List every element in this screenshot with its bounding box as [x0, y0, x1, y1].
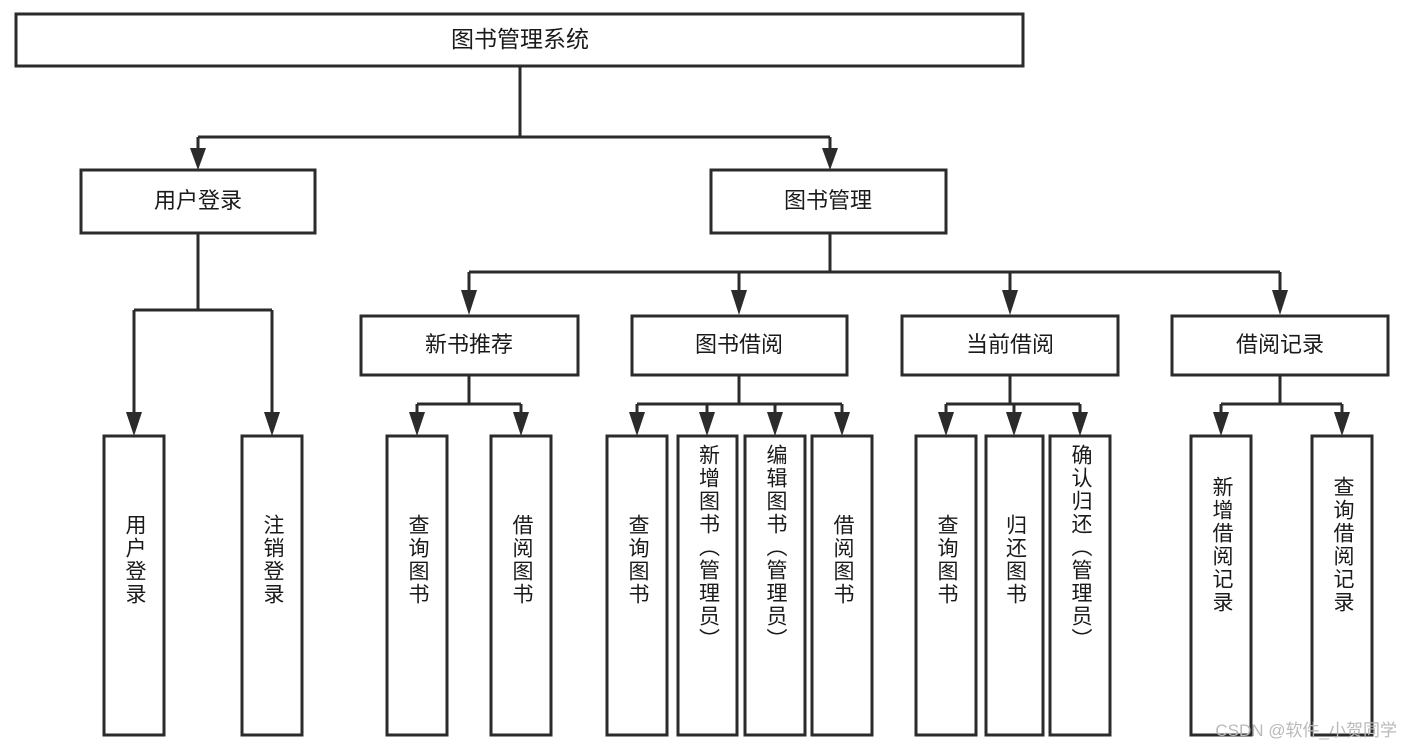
node-new-book-recommend-label: 新书推荐 — [425, 332, 513, 357]
node-leaf-query-book-3-box[interactable] — [914, 434, 978, 737]
arrow-head-current-borrow — [1002, 290, 1018, 315]
connector-group-root — [190, 66, 838, 170]
node-borrow-record[interactable]: 借阅记录 — [1170, 314, 1390, 377]
node-leaf-add-record-box[interactable] — [1189, 434, 1253, 737]
node-book-borrow-box[interactable] — [630, 314, 849, 377]
node-book-borrow[interactable]: 图书借阅 — [630, 314, 849, 377]
node-leaf-confirm-return-box[interactable] — [1048, 434, 1112, 737]
arrow-head-leaf-add-record — [1213, 412, 1229, 436]
node-leaf-add-book-box[interactable] — [676, 434, 739, 737]
node-book-borrow-label: 图书借阅 — [695, 332, 783, 357]
node-leaf-query-book-2-box[interactable] — [605, 434, 669, 737]
arrow-head-book-borrow — [731, 290, 747, 315]
connector-group-book-management — [461, 233, 1288, 315]
node-borrow-record-label: 借阅记录 — [1236, 332, 1324, 357]
node-book-management-label: 图书管理 — [784, 188, 872, 213]
node-user-login-box[interactable] — [79, 168, 317, 235]
connector-group-book-borrow — [629, 375, 850, 436]
watermark-text: CSDN @软件_小贺同学 — [1215, 721, 1397, 740]
node-book-management-box[interactable] — [709, 168, 948, 235]
node-borrow-record-box[interactable] — [1170, 314, 1390, 377]
arrow-head-leaf-query-record — [1334, 412, 1350, 436]
node-user-login[interactable]: 用户登录 — [79, 168, 317, 235]
arrow-head-leaf-logout-login — [264, 412, 280, 436]
arrow-head-leaf-return-book — [1006, 412, 1022, 436]
node-leaf-borrow-book-1-box[interactable] — [489, 434, 553, 737]
arrow-head-leaf-user-login — [126, 412, 142, 436]
node-current-borrow-label: 当前借阅 — [966, 332, 1054, 357]
node-leaf-query-record-box[interactable] — [1310, 434, 1374, 737]
arrow-head-leaf-confirm-return — [1072, 412, 1088, 436]
node-leaf-logout-login-box[interactable] — [240, 434, 304, 737]
node-current-borrow-box[interactable] — [900, 314, 1120, 377]
arrow-head-leaf-edit-book — [767, 412, 783, 436]
arrow-head-leaf-query-book-3 — [938, 412, 954, 436]
node-current-borrow[interactable]: 当前借阅 — [900, 314, 1120, 377]
arrow-head-leaf-borrow-book-2 — [834, 412, 850, 436]
arrow-head-user-login — [190, 148, 206, 170]
node-new-book-recommend-box[interactable] — [359, 314, 580, 377]
node-leaf-borrow-book-2-box[interactable] — [810, 434, 874, 737]
node-root[interactable]: 图书管理系统 — [14, 12, 1025, 68]
node-new-book-recommend[interactable]: 新书推荐 — [359, 314, 580, 377]
node-root-box[interactable] — [14, 12, 1025, 68]
arrow-head-leaf-add-book — [699, 412, 715, 436]
arrow-head-leaf-borrow-book-1 — [513, 412, 529, 436]
node-leaf-query-book-1-box[interactable] — [385, 434, 449, 737]
arrow-head-borrow-record — [1272, 290, 1288, 315]
connector-group-current-borrow — [938, 375, 1088, 436]
arrow-head-book-management — [822, 148, 838, 170]
connector-group-borrow-record — [1213, 375, 1350, 436]
arrow-head-leaf-query-book-1 — [409, 412, 425, 436]
arrow-head-new-book-recommend — [461, 290, 477, 315]
node-root-label: 图书管理系统 — [451, 26, 589, 52]
node-leaf-user-login-box[interactable] — [102, 434, 166, 737]
node-leaf-return-book-box[interactable] — [984, 434, 1045, 737]
node-book-management[interactable]: 图书管理 — [709, 168, 948, 235]
connector-group-user-login — [126, 233, 280, 436]
node-user-login-label: 用户登录 — [154, 188, 242, 213]
arrow-head-leaf-query-book-2 — [629, 412, 645, 436]
connector-group-new-book-recommend — [409, 375, 529, 436]
node-leaf-edit-book-box[interactable] — [743, 434, 807, 737]
